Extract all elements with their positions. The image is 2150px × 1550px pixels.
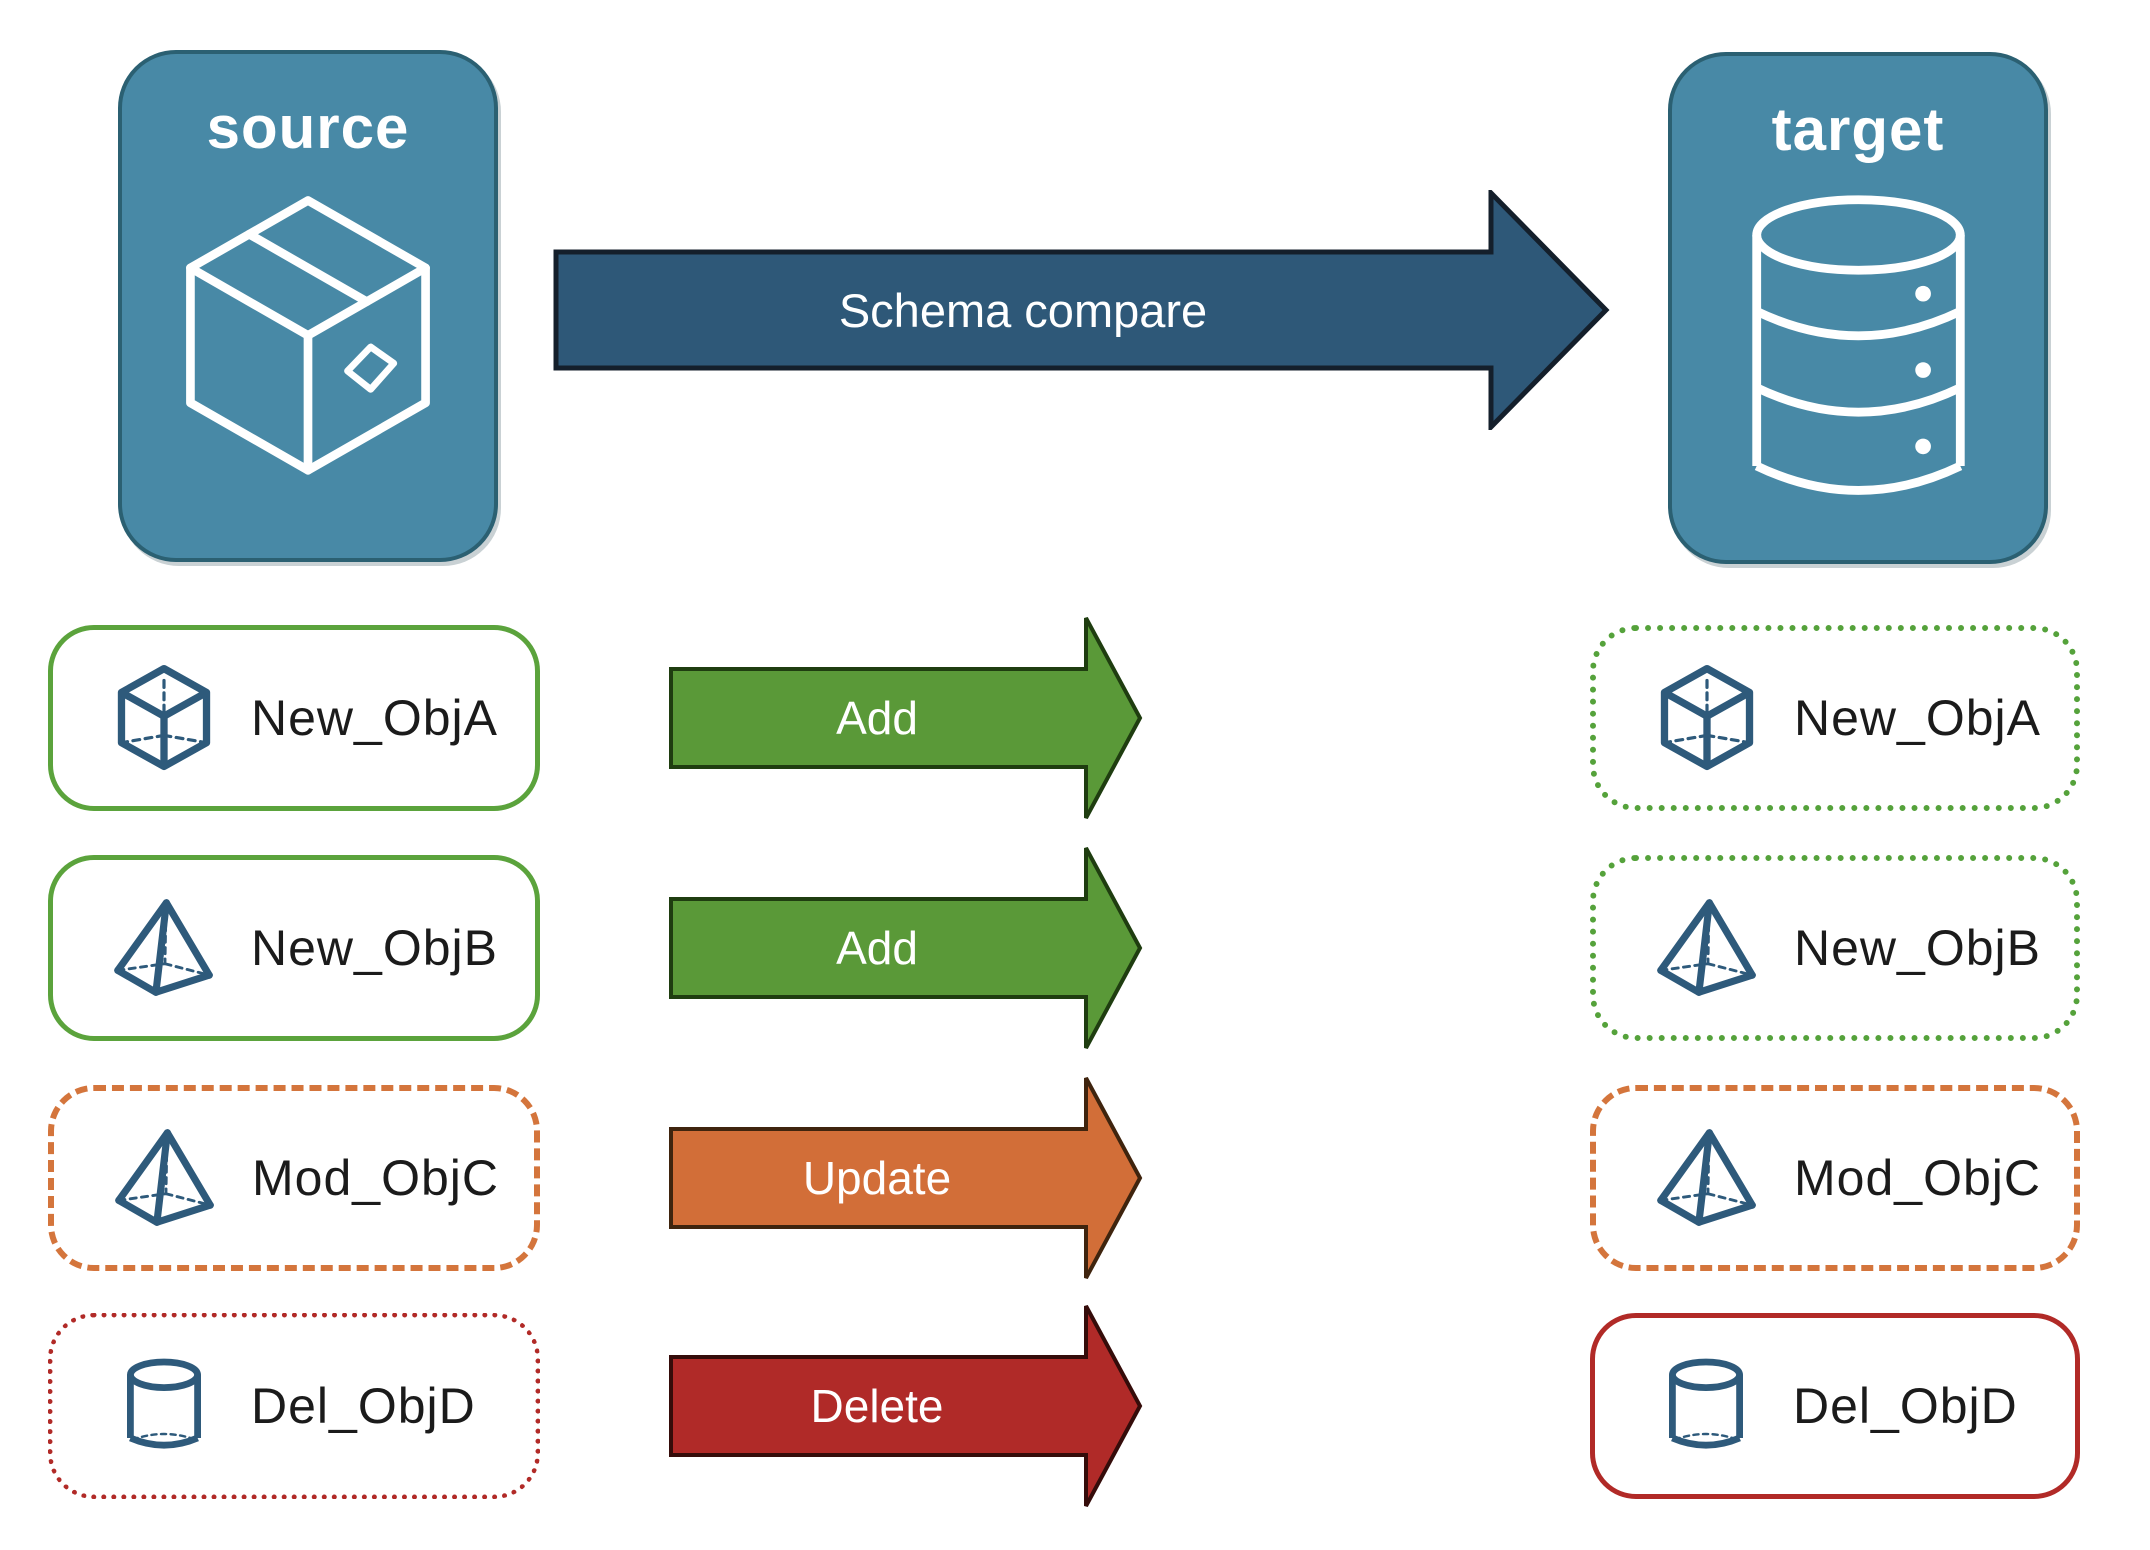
cube-icon [116, 663, 212, 773]
source-object-new-objb: New_ObjB [48, 855, 540, 1041]
target-panel-title: target [1771, 96, 1945, 163]
object-label: Mod_ObjC [1794, 1150, 2041, 1206]
target-object-new-objb: New_ObjB [1590, 855, 2080, 1041]
add-arrow-row-1: Add [668, 615, 1143, 821]
source-object-new-obja: New_ObjA [48, 625, 540, 811]
cylinder-icon [124, 1358, 204, 1454]
update-arrow-label: Update [802, 1152, 952, 1204]
update-arrow: Update [668, 1075, 1143, 1281]
source-panel-title: source [206, 94, 410, 161]
pyramid-icon [115, 1128, 215, 1228]
object-label: Del_ObjD [251, 1378, 476, 1434]
target-panel: target [1668, 52, 2048, 564]
object-label: Mod_ObjC [252, 1150, 499, 1206]
object-label: Del_ObjD [1793, 1378, 2018, 1434]
add-arrow-row-2: Add [668, 845, 1143, 1051]
cube-icon [1659, 663, 1755, 773]
object-label: New_ObjA [1794, 690, 2041, 746]
object-label: New_ObjB [251, 920, 498, 976]
pyramid-icon [1657, 1128, 1757, 1228]
schema-compare-arrow: Schema compare [553, 190, 1610, 430]
add-arrow-shape [669, 617, 1143, 819]
schema-compare-arrow-shape [553, 190, 1610, 430]
pyramid-icon [1657, 898, 1757, 998]
object-label: New_ObjA [251, 690, 498, 746]
delete-arrow-label: Delete [810, 1380, 944, 1432]
update-arrow-shape [669, 1077, 1143, 1279]
target-object-mod-objc: Mod_ObjC [1590, 1085, 2080, 1271]
pyramid-icon [114, 898, 214, 998]
cylinder-icon [1666, 1358, 1746, 1454]
package-icon [173, 186, 443, 504]
source-object-mod-objc: Mod_ObjC [48, 1085, 540, 1271]
add-arrow-label: Add [836, 922, 918, 974]
delete-arrow-shape [669, 1305, 1143, 1507]
delete-arrow: Delete [668, 1303, 1143, 1509]
add-arrow-label: Add [836, 692, 918, 744]
schema-compare-label: Schema compare [838, 283, 1208, 337]
source-object-del-objd: Del_ObjD [48, 1313, 540, 1499]
target-object-del-objd: Del_ObjD [1590, 1313, 2080, 1499]
source-panel: source [118, 50, 498, 562]
add-arrow-shape [669, 847, 1143, 1049]
database-icon [1741, 188, 1976, 511]
target-object-new-obja: New_ObjA [1590, 625, 2080, 811]
object-label: New_ObjB [1794, 920, 2041, 976]
